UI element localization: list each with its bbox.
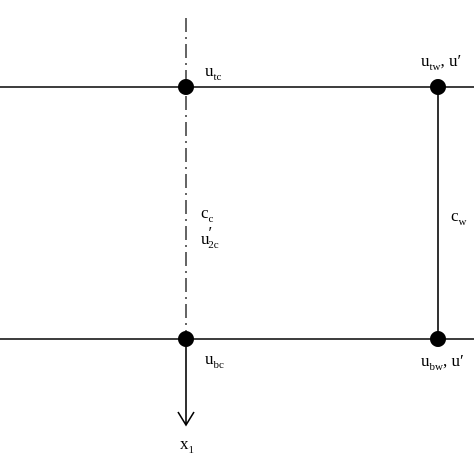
label-u-bc: ubc [205,349,224,371]
label-u-tw: utw, u′ [421,51,461,73]
node-bw [430,331,446,347]
label-u-2c: u′2c [201,223,219,251]
label-u-bw: ubw, u′ [421,351,464,373]
node-tw [430,79,446,95]
label-axis-x1: x1 [180,434,194,456]
label-c-w: cw [451,206,467,228]
node-bc [178,331,194,347]
label-c-c: cc [201,203,214,225]
label-u-tc: utc [205,61,222,83]
node-tc [178,79,194,95]
axis-x1-arrowhead [177,411,195,427]
